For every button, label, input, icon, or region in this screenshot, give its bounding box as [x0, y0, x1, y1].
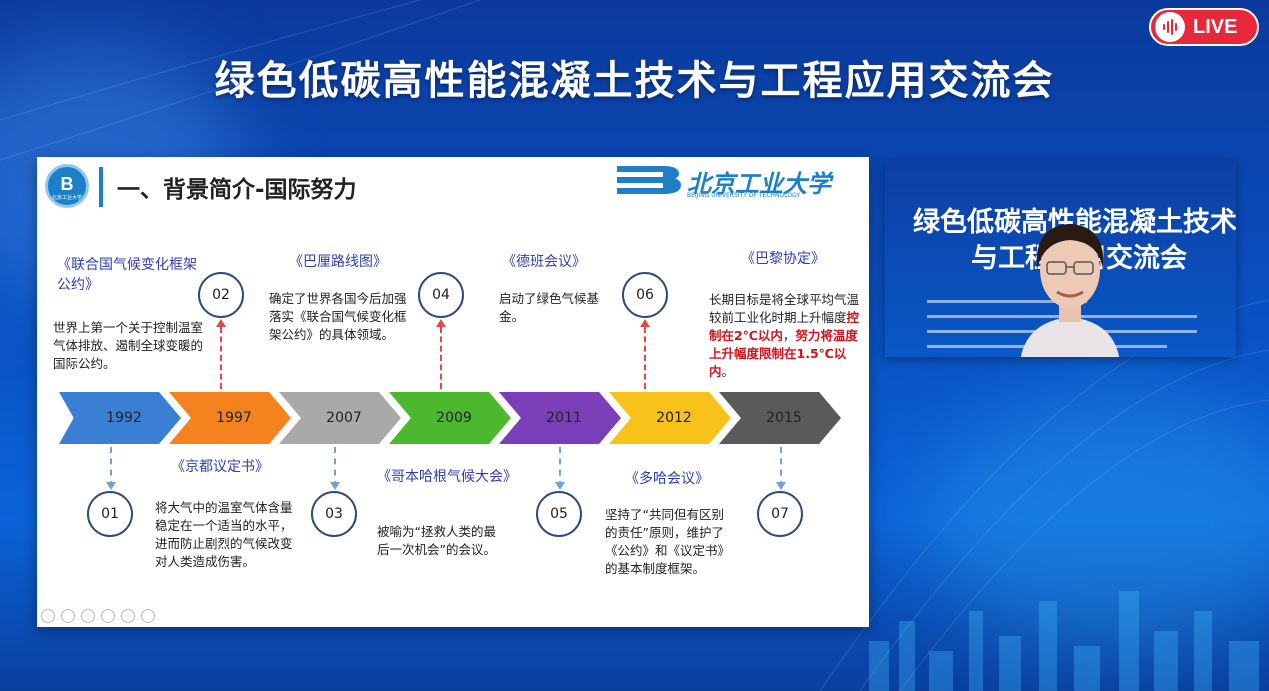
conference-title: 绿色低碳高性能混凝土技术与工程应用交流会: [214, 58, 1055, 104]
timeline-year-2007: 2007: [279, 392, 401, 444]
prev-slide-icon[interactable]: [41, 609, 55, 623]
event-02-title: 《京都议定书》: [171, 459, 269, 475]
event-05-title: 《德班会议》: [502, 254, 586, 270]
more-icon[interactable]: [141, 609, 155, 623]
city-skyline-decoration: [869, 591, 1259, 691]
connector-line: [644, 327, 646, 389]
event-04-text: 被喻为“拯救人类的最后一次机会”的会议。: [377, 524, 496, 557]
event-01-text: 世界上第一个关于控制温室气体排放、遏制全球变暖的国际公约。: [53, 320, 204, 371]
next-slide-icon[interactable]: [61, 609, 75, 623]
connector-line: [220, 327, 222, 389]
event-07-title: 《巴黎协定》: [741, 251, 825, 267]
connector-line: [334, 447, 336, 487]
event-06-text: 坚持了“共同但有区别的责任”原则，维护了《公约》和《议定书》的基本制度框架。: [605, 507, 731, 576]
timeline-year-2009: 2009: [389, 392, 511, 444]
event-number-07: 07: [757, 491, 803, 537]
arrow-up-icon: [640, 319, 650, 327]
svg-text:北京工业大学: 北京工业大学: [52, 194, 82, 201]
slide-title: 一、背景简介-国际努力: [117, 177, 357, 203]
arrow-down-icon: [776, 482, 786, 490]
live-badge[interactable]: LIVE: [1149, 8, 1259, 46]
university-logo: 北京工业大学 BEIJING UNIVERSITY OF TECHNOLOGY: [617, 162, 847, 202]
university-english-name: BEIJING UNIVERSITY OF TECHNOLOGY: [687, 192, 801, 199]
connector-line: [559, 447, 561, 487]
arrow-up-icon: [216, 319, 226, 327]
slide-toolbar: [41, 609, 155, 623]
event-number-06: 06: [622, 272, 668, 318]
arrow-down-icon: [330, 482, 340, 490]
arrow-down-icon: [555, 482, 565, 490]
timeline-year-1997: 1997: [169, 392, 291, 444]
timeline-year-2015: 2015: [719, 392, 841, 444]
event-number-02: 02: [198, 272, 244, 318]
event-number-04: 04: [418, 272, 464, 318]
event-03-title: 《巴厘路线图》: [289, 254, 387, 270]
speaker-video: 绿色低碳高性能混凝土技术 与工程应用交流会: [885, 160, 1236, 357]
audio-wave-icon: [1155, 12, 1185, 42]
event-03-text: 确定了世界各国今后加强落实《联合国气候变化框架公约》的具体领域。: [269, 291, 407, 342]
event-07-text: 长期目标是将全球平均气温较前工业化时期上升幅度控制在2℃以内，努力将温度上升幅度…: [709, 292, 860, 379]
university-name: 北京工业大学: [687, 169, 831, 198]
event-01-title: 《联合国气候变化框架公约》: [57, 257, 197, 293]
university-b-logo-icon: [617, 166, 681, 194]
timeline-year-2011: 2011: [499, 392, 621, 444]
arrow-down-icon: [106, 482, 116, 490]
svg-text:B: B: [61, 174, 74, 194]
menu-icon[interactable]: [101, 609, 115, 623]
connector-line: [440, 327, 442, 389]
speaker-avatar: [1020, 224, 1120, 357]
connector-line: [110, 447, 112, 487]
event-number-03: 03: [311, 491, 357, 537]
event-05-text: 启动了绿色气候基金。: [499, 291, 600, 324]
arrow-up-icon: [436, 319, 446, 327]
zoom-icon[interactable]: [121, 609, 135, 623]
timeline-year-1992: 1992: [59, 392, 181, 444]
event-02-text: 将大气中的温室气体含量稳定在一个适当的水平，进而防止剧烈的气候改变对人类造成伤害…: [155, 500, 293, 569]
event-number-05: 05: [536, 491, 582, 537]
event-04-title: 《哥本哈根气候大会》: [377, 469, 517, 485]
event-06-title: 《多哈会议》: [625, 471, 709, 487]
title-accent-bar: [99, 167, 103, 207]
event-number-01: 01: [87, 491, 133, 537]
live-label: LIVE: [1193, 15, 1238, 38]
connector-line: [780, 447, 782, 487]
pen-icon[interactable]: [81, 609, 95, 623]
background-glow: [929, 391, 1269, 651]
timeline-year-2012: 2012: [609, 392, 731, 444]
